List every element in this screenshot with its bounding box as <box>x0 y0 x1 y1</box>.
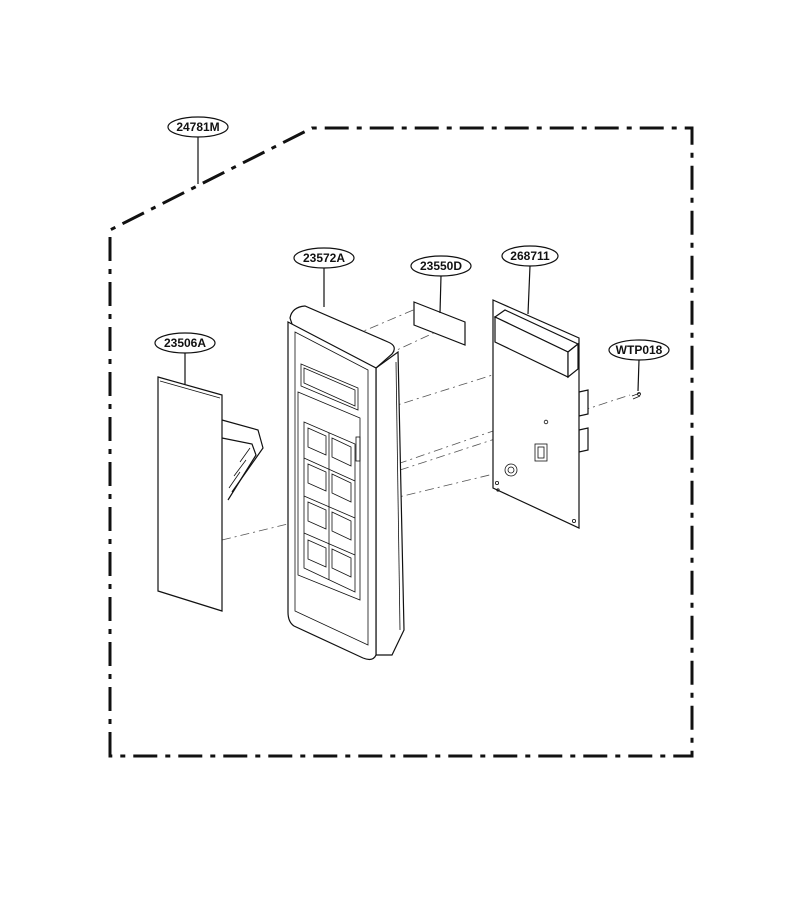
part-number: 23550D <box>420 259 462 273</box>
membrane-switch-part <box>157 376 264 612</box>
assembly-boundary <box>108 126 694 758</box>
part-label-24781m: 24781M <box>167 116 229 138</box>
screw-part <box>631 392 641 400</box>
part-label-23550d: 23550D <box>410 255 472 277</box>
part-number: 23572A <box>303 251 345 265</box>
part-number: 24781M <box>176 120 219 134</box>
part-number: WTP018 <box>616 343 663 357</box>
part-label-23506a: 23506A <box>154 332 216 354</box>
part-label-wtp018: WTP018 <box>608 339 670 361</box>
control-panel-part <box>287 305 405 661</box>
leader-lines <box>184 137 640 392</box>
part-number: 23506A <box>164 336 206 350</box>
part-label-268711: 268711 <box>501 245 559 267</box>
part-label-23572a: 23572A <box>293 247 355 269</box>
part-number: 268711 <box>510 249 550 263</box>
pcb-part <box>492 299 589 529</box>
display-window-part <box>413 301 466 346</box>
